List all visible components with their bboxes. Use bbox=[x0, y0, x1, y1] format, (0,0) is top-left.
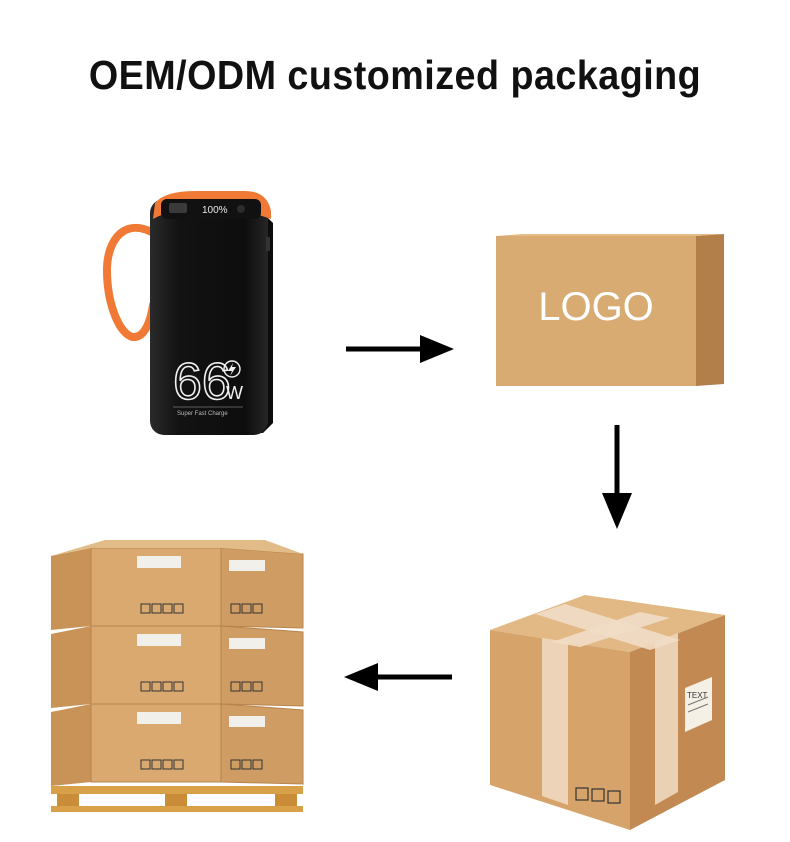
power-bank-image: 100% 66 W Super Fast Charge bbox=[102, 191, 273, 435]
shipping-box-image: TEXT bbox=[490, 595, 725, 830]
arrow-down-icon bbox=[602, 425, 632, 529]
handling-symbol bbox=[241, 603, 252, 614]
box-label-text: TEXT bbox=[687, 691, 708, 700]
pallet-base bbox=[51, 806, 303, 812]
lightning-icon bbox=[223, 360, 241, 378]
pallet-block bbox=[57, 794, 79, 808]
pallet-deck bbox=[51, 786, 303, 794]
handling-symbol bbox=[162, 759, 173, 770]
box-label bbox=[229, 560, 265, 571]
arrow-right-icon bbox=[346, 335, 454, 363]
handling-symbol bbox=[151, 603, 162, 614]
pallet-box bbox=[51, 548, 91, 630]
pallet-block bbox=[165, 794, 187, 808]
handling-symbol bbox=[252, 681, 263, 692]
device-tagline: Super Fast Charge bbox=[177, 411, 228, 417]
box-label bbox=[137, 556, 181, 568]
box-label bbox=[229, 716, 265, 727]
logo-box-image: LOGO bbox=[496, 234, 724, 386]
lanyard-strap bbox=[102, 224, 161, 341]
handling-symbol bbox=[140, 759, 151, 770]
handling-symbol bbox=[140, 603, 151, 614]
pallet-box bbox=[51, 626, 91, 708]
handling-symbol bbox=[252, 603, 263, 614]
handling-symbol bbox=[173, 759, 184, 770]
wattage-number: 66 bbox=[173, 353, 231, 411]
handling-symbol bbox=[173, 603, 184, 614]
battery-percentage: 100% bbox=[202, 205, 228, 216]
arrow-left-icon bbox=[344, 663, 452, 691]
box-label bbox=[137, 634, 181, 646]
pallet-top bbox=[51, 540, 303, 556]
page-title: OEM/ODM customized packaging bbox=[88, 52, 702, 98]
handling-symbol bbox=[241, 681, 252, 692]
logo-text: LOGO bbox=[538, 285, 654, 329]
handling-symbol bbox=[230, 759, 241, 770]
handling-symbol bbox=[151, 681, 162, 692]
handling-symbol bbox=[173, 681, 184, 692]
device-body bbox=[150, 199, 268, 435]
handling-symbol bbox=[140, 681, 151, 692]
handling-symbol bbox=[151, 759, 162, 770]
pallet-block bbox=[275, 794, 297, 808]
pallet-boxes-image bbox=[51, 540, 304, 812]
handling-symbol bbox=[230, 681, 241, 692]
wattage-unit: W bbox=[226, 383, 243, 403]
box-label bbox=[137, 712, 181, 724]
handling-symbol bbox=[162, 603, 173, 614]
handling-symbol bbox=[241, 759, 252, 770]
box-label bbox=[229, 638, 265, 649]
pallet-box bbox=[51, 704, 91, 786]
handling-symbol bbox=[230, 603, 241, 614]
handling-symbol bbox=[162, 681, 173, 692]
handling-symbol bbox=[252, 759, 263, 770]
